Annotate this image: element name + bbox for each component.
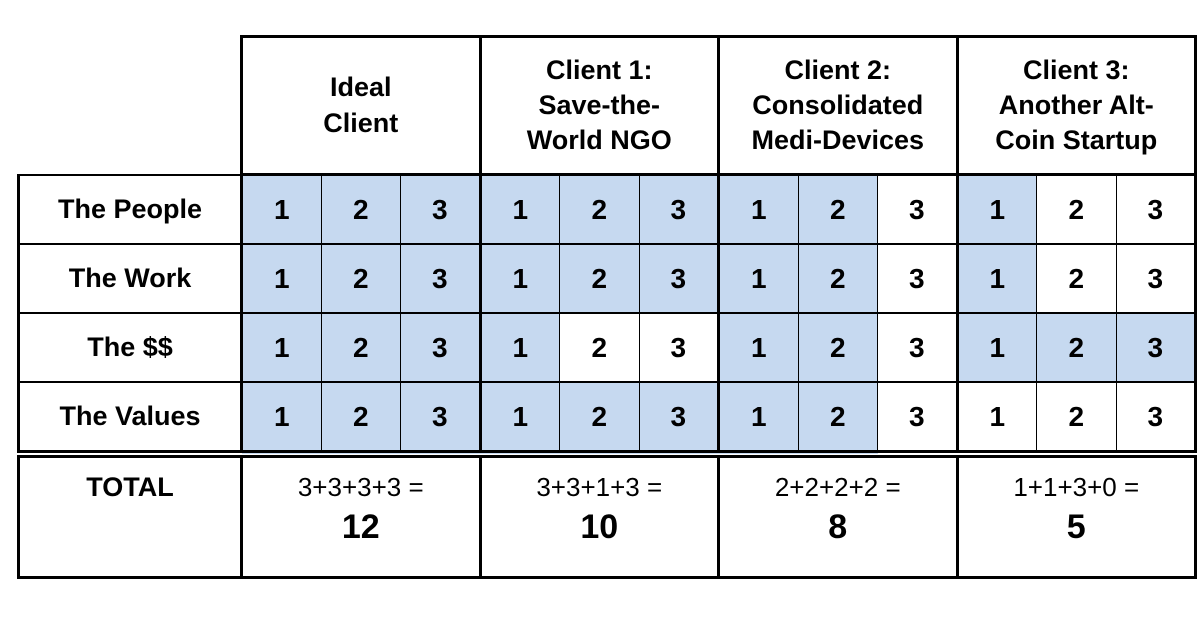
score-cell: 2: [559, 243, 640, 314]
score-cell: 1: [717, 381, 799, 455]
score-cell: 1: [717, 243, 799, 314]
score-cell: 2: [1036, 173, 1117, 245]
total-value: 12: [341, 508, 380, 547]
score-cell: 3: [1115, 243, 1197, 314]
client-header: Client 1: Save-the- World NGO: [478, 35, 720, 176]
client-header: Ideal Client: [240, 35, 482, 176]
score-cell: 2: [797, 243, 878, 314]
score-cell: 1: [240, 381, 322, 455]
score-cell: 2: [320, 312, 401, 383]
total-cell: 1+1+3+0 = 5: [955, 450, 1197, 579]
score-cell: 1: [478, 381, 560, 455]
score-cell: 2: [1036, 312, 1117, 383]
score-cell: 2: [559, 312, 640, 383]
row-label: The Values: [17, 381, 243, 455]
total-cell: 3+3+3+3 = 12: [240, 450, 482, 579]
row-label: The $$: [17, 312, 243, 383]
score-cell: 1: [955, 381, 1037, 455]
score-cell: 3: [877, 173, 959, 245]
score-cell: 3: [400, 312, 482, 383]
total-value: 10: [580, 508, 619, 547]
score-cell: 3: [877, 243, 959, 314]
score-cell: 1: [955, 243, 1037, 314]
score-cell: 3: [400, 173, 482, 245]
score-cell: 1: [240, 243, 322, 314]
score-cell: 2: [797, 173, 878, 245]
total-formula: 3+3+1+3 =: [536, 472, 663, 502]
score-cell: 2: [320, 381, 401, 455]
corner-cell: [18, 36, 242, 175]
total-formula: 3+3+3+3 =: [297, 472, 424, 502]
score-cell: 3: [1115, 312, 1197, 383]
score-cell: 3: [1115, 173, 1197, 245]
score-cell: 3: [638, 312, 720, 383]
total-cell: 3+3+1+3 = 10: [478, 450, 720, 579]
total-cell: 2+2+2+2 = 8: [717, 450, 959, 579]
score-cell: 3: [638, 243, 720, 314]
score-cell: 2: [320, 173, 401, 245]
score-cell: 1: [717, 312, 799, 383]
score-cell: 1: [478, 312, 560, 383]
score-cell: 3: [877, 381, 959, 455]
score-cell: 2: [320, 243, 401, 314]
client-header: Client 3: Another Alt- Coin Startup: [955, 35, 1197, 176]
score-cell: 1: [478, 243, 560, 314]
score-cell: 3: [638, 381, 720, 455]
score-cell: 2: [1036, 381, 1117, 455]
row-label: The Work: [17, 243, 243, 314]
score-cell: 2: [1036, 243, 1117, 314]
total-value: 8: [828, 508, 848, 547]
score-cell: 3: [1115, 381, 1197, 455]
score-cell: 1: [955, 173, 1037, 245]
score-cell: 2: [559, 173, 640, 245]
score-cell: 2: [559, 381, 640, 455]
total-label: TOTAL: [17, 450, 243, 579]
row-label: The People: [17, 173, 243, 245]
score-cell: 2: [797, 381, 878, 455]
score-cell: 3: [877, 312, 959, 383]
total-value: 5: [1066, 508, 1086, 547]
total-formula: 2+2+2+2 =: [774, 472, 901, 502]
score-cell: 1: [240, 173, 322, 245]
score-cell: 3: [400, 243, 482, 314]
score-cell: 3: [400, 381, 482, 455]
score-cell: 3: [638, 173, 720, 245]
score-cell: 2: [797, 312, 878, 383]
score-cell: 1: [955, 312, 1037, 383]
score-cell: 1: [240, 312, 322, 383]
total-row: TOTAL 3+3+3+3 = 12 3+3+1+3 = 10 2+2+2+2 = 8 1+1…: [17, 450, 1197, 579]
total-formula: 1+1+3+0 =: [1013, 472, 1140, 502]
client-header: Client 2: Consolidated Medi-Devices: [717, 35, 959, 176]
score-cell: 1: [717, 173, 799, 245]
score-cell: 1: [478, 173, 560, 245]
